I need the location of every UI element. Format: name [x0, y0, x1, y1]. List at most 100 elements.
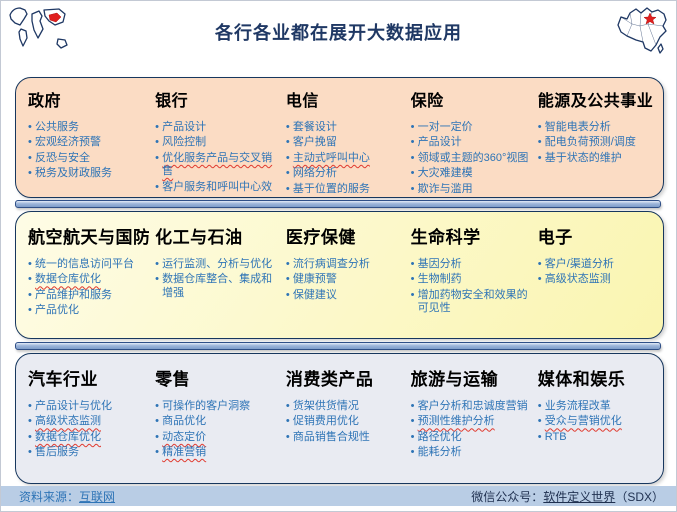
column-header: 媒体和娱乐: [537, 370, 626, 389]
application-list: 业务流程改革受众与营销优化 RTB: [538, 400, 653, 445]
industry-column: 银行产品设计风险控制优化服务产品与交叉销售客户服务和呼叫中心效率: [155, 85, 280, 193]
list-item: 产品设计: [155, 121, 280, 135]
application-list: 运行监测、分析与优化数据仓库整合、集成和增强: [155, 258, 280, 300]
list-item: 商品优化: [155, 415, 280, 429]
application-list: 一对一定价产品设计领域或主题的360°视图大灾难建模欺诈与滥用精准营销: [411, 121, 532, 193]
column-header: 生命科学: [410, 228, 481, 247]
industry-column: 生命科学基因分析生物制药增加药物安全和效果的可见性: [411, 219, 532, 334]
column-header: 旅游与运输: [410, 370, 499, 389]
list-item: 客户挽留: [286, 136, 405, 150]
list-item: 统一的信息访问平台: [28, 258, 149, 272]
list-item: 客户分析和忠诚度营销: [411, 400, 532, 414]
list-item: 预测性维护分析: [411, 415, 532, 429]
list-item: 产品优化: [28, 304, 149, 318]
list-item: RTB: [538, 431, 653, 445]
application-list: 统一的信息访问平台数据仓库优化产品维护和服务产品优化: [28, 258, 149, 318]
application-list: 产品设计与优化高级状态监测数据仓库优化售后服务: [28, 400, 149, 460]
column-header: 电子: [537, 228, 573, 247]
list-item: 可操作的客户洞察: [155, 400, 280, 414]
list-item: 优化服务产品与交叉销售: [155, 152, 280, 179]
list-item: 路径优化: [411, 431, 532, 445]
list-item: 健康预警: [286, 273, 405, 287]
column-header: 银行: [155, 93, 189, 110]
list-item: 公共服务: [28, 121, 149, 135]
list-item: 高级状态监测: [538, 273, 653, 287]
divider-bar: [15, 200, 661, 208]
list-item: 基于状态的维护: [538, 152, 653, 166]
list-item: 能耗分析: [411, 446, 532, 460]
list-item: 宏观经济预警: [28, 136, 149, 150]
application-list: 智能电表分析配电负荷预测/调度基于状态的维护: [538, 121, 653, 166]
wechat-label: 微信公众号：: [471, 489, 544, 504]
industry-section-top: 政府公共服务宏观经济预警反恐与安全税务及财政服务银行产品设计风险控制优化服务产品…: [15, 77, 664, 198]
application-list: 可操作的客户洞察商品优化动态定价精准营销: [155, 400, 280, 460]
list-item: 受众与营销优化: [538, 415, 653, 429]
wechat-credit: 微信公众号：软件定义世界（SDX）: [471, 488, 664, 505]
list-item: 主动式呼叫中心: [286, 152, 405, 166]
list-item: 大灾难建模: [411, 167, 532, 181]
column-header: 化工与石油: [155, 228, 243, 247]
industry-column: 航空航天与国防统一的信息访问平台数据仓库优化产品维护和服务产品优化: [28, 219, 149, 334]
page-title: 各行各业都在展开大数据应用: [215, 23, 462, 43]
application-list: 流行病调查分析健康预警保健建议: [286, 258, 405, 303]
industry-column: 能源及公共事业智能电表分析配电负荷预测/调度基于状态的维护: [538, 85, 653, 193]
industry-column: 消费类产品货架供货情况促销费用优化商品销售合规性: [286, 361, 405, 479]
list-item: 生物制药: [411, 273, 532, 287]
list-item: 运行监测、分析与优化: [155, 258, 280, 272]
list-item: 客户/渠道分析: [538, 258, 653, 272]
application-list: 产品设计风险控制优化服务产品与交叉销售客户服务和呼叫中心效率: [155, 121, 280, 193]
footer-bar: 资料来源：互联网 微信公众号：软件定义世界（SDX）: [1, 486, 676, 506]
industry-column: 汽车行业产品设计与优化高级状态监测数据仓库优化售后服务: [28, 361, 149, 479]
list-item: 客户服务和呼叫中心效率: [155, 181, 280, 193]
wechat-account-link[interactable]: 软件定义世界: [543, 489, 616, 504]
column-header: 航空航天与国防: [28, 228, 150, 247]
application-list: 货架供货情况促销费用优化商品销售合规性: [286, 400, 405, 445]
application-list: 公共服务宏观经济预警反恐与安全税务及财政服务: [28, 121, 149, 181]
source-link[interactable]: 互联网: [79, 489, 116, 504]
industry-column: 电信套餐设计客户挽留主动式呼叫中心网络分析基于位置的服务: [286, 85, 405, 193]
list-item: 精准营销: [155, 446, 280, 460]
industry-section-bottom: 汽车行业产品设计与优化高级状态监测数据仓库优化售后服务零售可操作的客户洞察商品优…: [15, 353, 664, 484]
column-header: 消费类产品: [285, 370, 374, 389]
industry-column: 保险一对一定价产品设计领域或主题的360°视图大灾难建模欺诈与滥用精准营销: [411, 85, 532, 193]
list-item: 智能电表分析: [538, 121, 653, 135]
application-list: 基因分析生物制药增加药物安全和效果的可见性: [411, 258, 532, 316]
world-map-image: [7, 5, 71, 60]
industry-column: 政府公共服务宏观经济预警反恐与安全税务及财政服务: [28, 85, 149, 193]
list-item: 产品维护和服务: [28, 289, 149, 303]
list-item: 领域或主题的360°视图: [411, 152, 532, 166]
list-item: 动态定价: [155, 431, 280, 445]
list-item: 欺诈与滥用: [411, 183, 532, 193]
china-map-image: [614, 4, 670, 63]
list-item: 风险控制: [155, 136, 280, 150]
list-item: 基于位置的服务: [286, 183, 405, 193]
column-header: 零售: [155, 370, 191, 389]
source-credit: 资料来源：互联网: [19, 488, 115, 505]
list-item: 促销费用优化: [286, 415, 405, 429]
column-header: 医疗保健: [285, 228, 356, 247]
list-item: 流行病调查分析: [286, 258, 405, 272]
list-item: 增加药物安全和效果的可见性: [411, 289, 532, 316]
list-item: 税务及财政服务: [28, 167, 149, 181]
list-item: 业务流程改革: [538, 400, 653, 414]
industry-column: 化工与石油运行监测、分析与优化数据仓库整合、集成和增强: [155, 219, 280, 334]
list-item: 套餐设计: [286, 121, 405, 135]
column-header: 保险: [410, 93, 444, 110]
application-list: 套餐设计客户挽留主动式呼叫中心网络分析基于位置的服务: [286, 121, 405, 193]
column-header: 政府: [28, 93, 62, 110]
application-list: 客户分析和忠诚度营销预测性维护分析路径优化能耗分析: [411, 400, 532, 460]
list-item: 数据仓库优化: [28, 273, 149, 287]
list-item: 高级状态监测: [28, 415, 149, 429]
column-header: 能源及公共事业: [537, 93, 653, 110]
source-label: 资料来源：: [19, 489, 80, 504]
industry-section-middle: 航空航天与国防统一的信息访问平台数据仓库优化产品维护和服务产品优化化工与石油运行…: [15, 211, 664, 339]
list-item: 反恐与安全: [28, 152, 149, 166]
industry-column: 旅游与运输客户分析和忠诚度营销预测性维护分析路径优化能耗分析: [411, 361, 532, 479]
list-item: 售后服务: [28, 446, 149, 460]
industry-column: 媒体和娱乐业务流程改革受众与营销优化 RTB: [538, 361, 653, 479]
list-item: 保健建议: [286, 289, 405, 303]
list-item: 一对一定价: [411, 121, 532, 135]
list-item: 产品设计与优化: [28, 400, 149, 414]
industry-column: 零售可操作的客户洞察商品优化动态定价精准营销: [155, 361, 280, 479]
